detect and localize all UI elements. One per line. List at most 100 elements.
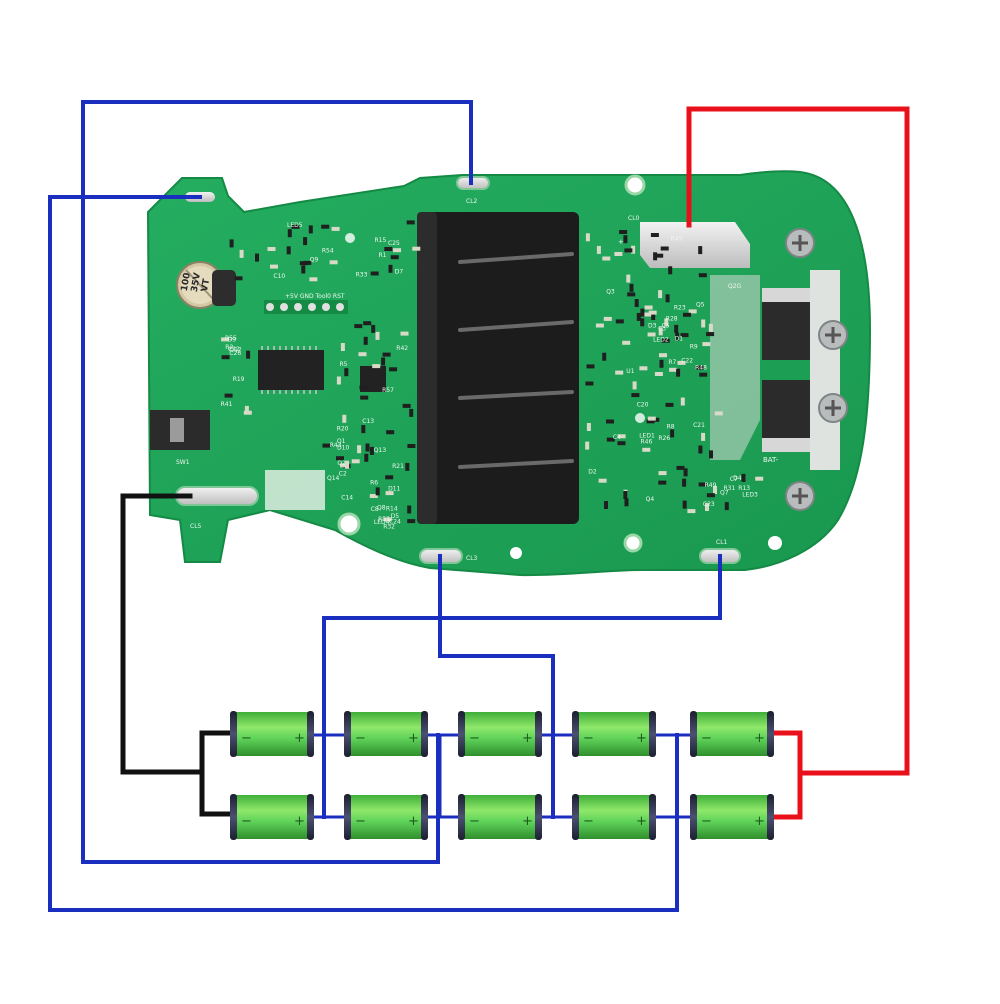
component-label: R46 bbox=[641, 439, 653, 446]
component-label: C23 bbox=[703, 501, 715, 508]
smd-component bbox=[407, 444, 416, 448]
bat-neg-label: BAT- bbox=[763, 456, 779, 464]
smd-component bbox=[287, 229, 292, 238]
component-label: LED1 bbox=[639, 433, 655, 440]
smd-component bbox=[640, 318, 645, 327]
chip-pins bbox=[261, 346, 317, 394]
smd-component bbox=[683, 312, 691, 317]
component-label: R23 bbox=[674, 305, 686, 312]
smd-component bbox=[340, 463, 349, 468]
component-label: D5 bbox=[391, 513, 400, 520]
smd-component bbox=[647, 332, 656, 337]
smd-component bbox=[357, 445, 362, 454]
component-label: R13 bbox=[738, 485, 750, 492]
cell-minus-mark: − bbox=[355, 814, 366, 829]
smd-component bbox=[614, 252, 623, 256]
smd-component bbox=[400, 331, 409, 336]
smd-component bbox=[303, 237, 308, 246]
smd-component bbox=[623, 235, 628, 244]
smd-component bbox=[640, 308, 645, 317]
smd-component bbox=[598, 478, 607, 483]
battery-cell: +− bbox=[344, 794, 428, 840]
component-label: R57 bbox=[382, 387, 394, 394]
smd-component bbox=[647, 416, 656, 421]
component-label: R9 bbox=[690, 343, 698, 350]
smd-component bbox=[658, 290, 663, 299]
capacitor-text-line: VT bbox=[200, 277, 212, 292]
component-label: R14 bbox=[386, 505, 398, 512]
mounting-hole bbox=[624, 174, 646, 196]
smd-component bbox=[221, 355, 230, 360]
battery-cell: +− bbox=[230, 794, 314, 840]
component-label: R48 bbox=[695, 365, 707, 372]
component-label: Q14 bbox=[327, 475, 340, 482]
balance-wire-top-tab bbox=[48, 195, 679, 912]
component-label: R19 bbox=[233, 376, 245, 383]
smd-component bbox=[634, 299, 639, 307]
smd-component bbox=[706, 493, 715, 498]
smd-component bbox=[386, 430, 395, 435]
smd-component bbox=[665, 402, 674, 407]
plus-marker: + bbox=[618, 238, 624, 246]
cell-plus-mark: + bbox=[408, 814, 419, 829]
smd-component bbox=[668, 266, 673, 275]
component-label: R7 bbox=[668, 359, 676, 366]
component-label: C13 bbox=[362, 418, 374, 425]
connector-plate bbox=[265, 470, 325, 510]
smd-component bbox=[698, 246, 703, 255]
smd-component bbox=[604, 501, 608, 509]
smd-component bbox=[631, 245, 636, 254]
component-label: D10 bbox=[337, 444, 349, 451]
battery-cell: +− bbox=[344, 711, 428, 757]
component-label: R21 bbox=[392, 463, 404, 470]
smd-component bbox=[677, 360, 686, 365]
smd-component bbox=[724, 502, 729, 511]
screw bbox=[785, 228, 815, 258]
cell-end-cap bbox=[458, 711, 465, 757]
smd-component bbox=[622, 340, 631, 345]
battery-cell: +− bbox=[572, 794, 656, 840]
smd-component bbox=[695, 365, 704, 370]
component-label: D4 bbox=[733, 475, 742, 482]
smd-component bbox=[369, 494, 378, 498]
smd-component bbox=[351, 459, 360, 464]
component-label: R41 bbox=[221, 401, 233, 408]
balance-wire-cl2 bbox=[81, 100, 473, 864]
cell-plus-mark: + bbox=[522, 814, 533, 829]
terminal-blades bbox=[458, 252, 574, 469]
smd-component bbox=[244, 405, 249, 414]
balance-wire-cl3 bbox=[438, 554, 555, 819]
component-label: D9 bbox=[228, 337, 237, 344]
component-labels: R1R2R5R6R7R8R9R13R14R15R19R20R21R23R26R2… bbox=[221, 222, 758, 531]
wires bbox=[48, 100, 910, 912]
smd-components bbox=[221, 220, 764, 524]
smd-component bbox=[409, 408, 414, 417]
cell-end-cap bbox=[690, 794, 697, 840]
cell-end-cap bbox=[421, 711, 428, 757]
smd-component bbox=[331, 226, 340, 231]
smd-component bbox=[713, 486, 717, 494]
cell-minus-mark: − bbox=[469, 814, 480, 829]
component-label: LED4 bbox=[374, 519, 390, 526]
component-label: C26 bbox=[229, 350, 241, 357]
smd-component bbox=[388, 264, 393, 273]
smd-component bbox=[714, 411, 723, 416]
smd-component bbox=[364, 453, 369, 462]
component-label: Q2 bbox=[337, 460, 346, 467]
cell-plus-mark: + bbox=[636, 814, 647, 829]
smd-component bbox=[653, 252, 658, 261]
cell-minus-mark: − bbox=[241, 731, 252, 746]
smd-component bbox=[624, 498, 629, 507]
mounting-hole bbox=[345, 233, 355, 243]
switch-label: SW1 bbox=[176, 459, 190, 466]
cell-end-cap bbox=[307, 711, 314, 757]
smd-component bbox=[375, 331, 380, 340]
smd-component bbox=[385, 491, 394, 496]
cell-end-cap bbox=[649, 711, 656, 757]
smd-component bbox=[586, 423, 591, 431]
screw bbox=[818, 393, 848, 423]
smd-component bbox=[665, 294, 670, 303]
battery-cell: +− bbox=[690, 711, 774, 757]
component-label: D11 bbox=[388, 486, 400, 493]
smd-component bbox=[393, 248, 401, 253]
